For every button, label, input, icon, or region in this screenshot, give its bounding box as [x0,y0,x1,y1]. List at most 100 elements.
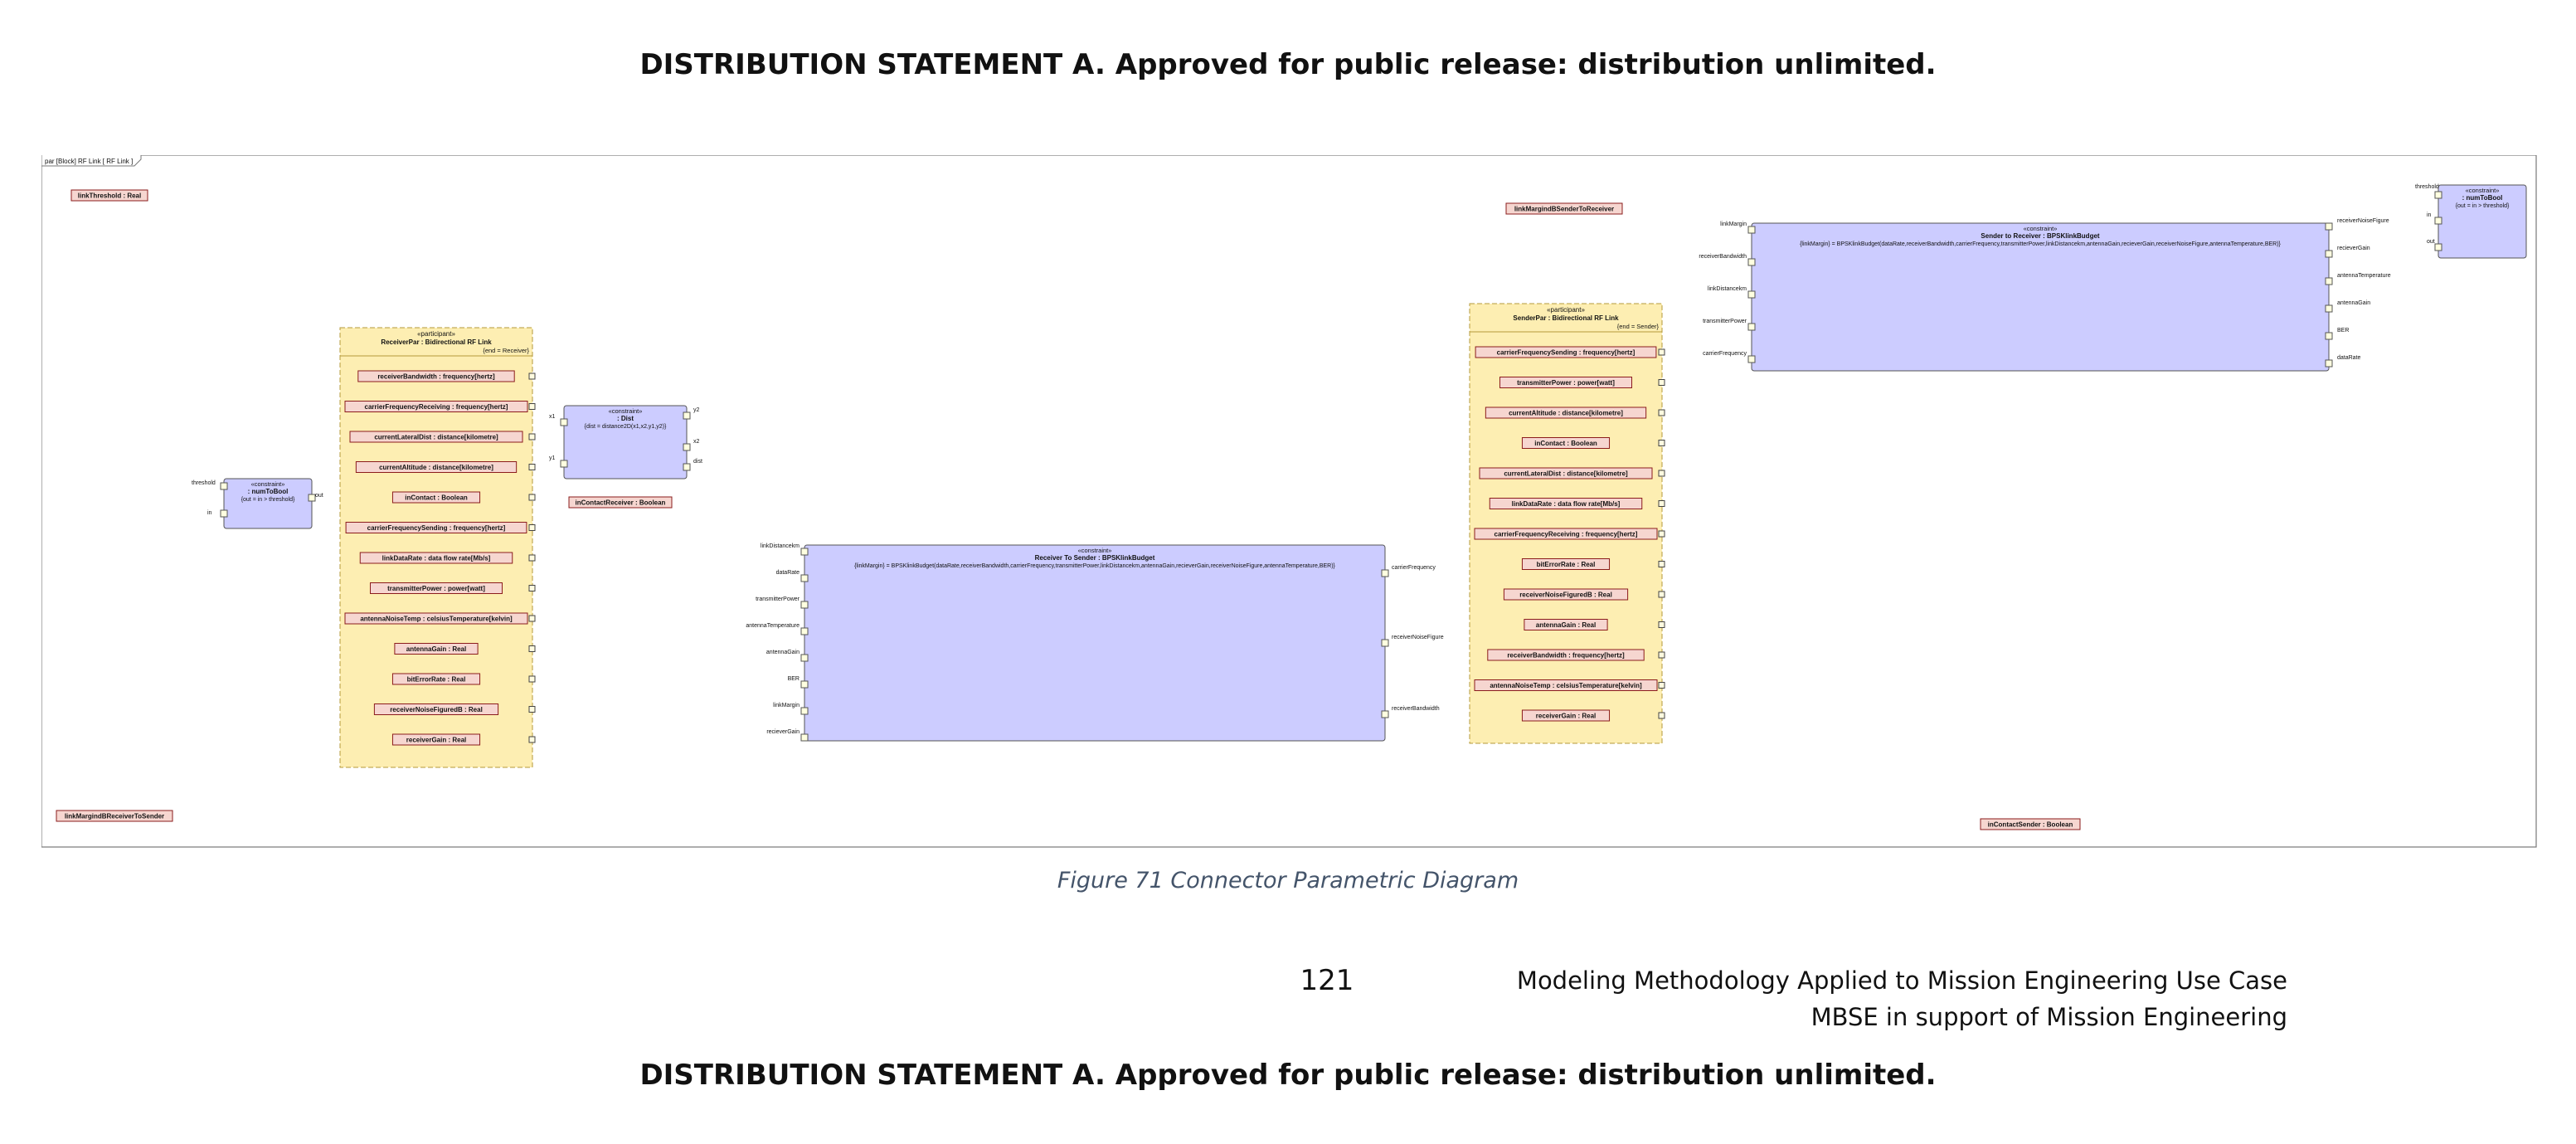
receiver-par-prop-box [391,673,481,685]
receiver-par-prop-box [370,582,503,594]
receiver-par-prop: antennaGain : Real [406,645,466,653]
footer-line-1: Modeling Methodology Applied to Mission … [1516,966,2287,995]
sender-to-receiver-port [1747,258,1756,266]
sender-par-prop: receiverBandwidth : frequency[hertz] [1507,652,1625,660]
sender-par-prop: receiverGain : Real [1536,713,1596,720]
receiver-par-prop: transmitterPower : power[watt] [387,585,485,592]
sender-to-receiver-port [2325,222,2333,231]
receiver-par-prop: receiverNoiseFiguredB : Real [390,706,483,713]
num-to-bool-right-stereotype: «constraint» [2466,187,2500,194]
receiver-par-port [528,494,536,501]
dist-port [683,443,691,451]
receiver-par-prop: currentAltitude : distance[kilometre] [379,464,493,471]
receiver-par-port [528,433,536,441]
sender-to-receiver-port [1747,226,1756,234]
sender-to-receiver-port [1747,290,1756,299]
sender-par-port [1658,348,1665,356]
sender-par-prop-box [1474,679,1658,691]
receiver-par-prop: antennaNoiseTemp : celsiusTemperature[ke… [360,616,513,623]
sender-par-prop-box [1524,619,1608,630]
sender-to-receiver-port [2325,304,2333,313]
sender-par-stereotype: «participant» [1547,306,1585,314]
receiver-to-sender-port-label: transmitterPower [756,596,800,602]
receiver-par-port [528,675,536,683]
receiver-par-prop-box [359,552,513,564]
receiver-par-prop: receiverBandwidth : frequency[hertz] [377,373,495,381]
dist-port [560,460,568,468]
receiver-par-port [528,585,536,591]
in-contact-sender-value: inContactSender : Boolean [1988,821,2073,829]
sender-to-receiver-port [2325,332,2333,340]
sender-to-receiver-constraint-expr: {linkMargin} = BPSKlinkBudget(dataRate,r… [1800,241,2281,247]
sender-to-receiver-port-label: dataRate [2337,355,2361,361]
receiver-par-prop-box [391,733,481,746]
sender-to-receiver-port [1747,355,1756,363]
sender-par-prop-box [1475,346,1657,358]
link-margin-receiver-to-sender-value: linkMargindBReceiverToSender [65,813,164,820]
sender-to-receiver-port-label: linkDistancekm [1708,286,1747,292]
receiver-to-sender-port [800,627,809,635]
receiver-to-sender-port [1381,639,1389,647]
dist-constraint-expr: {dist = distance2D(x1,x2,y1,y2)} [585,424,667,430]
receiver-par-port [528,615,536,622]
receiver-par-prop: carrierFrequencyReceiving : frequency[he… [365,403,508,411]
receiver-to-sender-constraint [804,544,1386,742]
sender-to-receiver-port-label: linkMargin [1720,221,1747,227]
num-to-bool-left-port [220,482,228,490]
dist-port-label: y1 [549,455,556,461]
frame-tab [41,155,142,167]
sender-par-prop-box [1499,377,1632,388]
sender-par-prop: carrierFrequencySending : frequency[hert… [1497,349,1636,357]
receiver-par-port [528,645,536,652]
dist-port-label: x2 [693,439,700,445]
link-margin-sender-to-receiver-value: linkMargindBSenderToReceiver [1514,206,1614,213]
receiver-par-prop-box [344,612,528,625]
sender-par-port [1658,561,1665,567]
dist-port [560,418,568,426]
sender-to-receiver-port [1747,323,1756,331]
sender-par-port [1658,591,1665,598]
dist-port-label: x1 [549,414,556,420]
sender-par-prop: currentAltitude : distance[kilometre] [1509,410,1623,417]
receiver-to-sender-constraint-expr: {linkMargin} = BPSKlinkBudget(dataRate,r… [854,563,1335,569]
sender-par-prop-box [1485,406,1647,419]
receiver-par-prop-box [349,431,523,443]
sender-par-prop-box [1489,498,1643,509]
receiver-to-sender-port-label: carrierFrequency [1392,565,1436,571]
receiver-to-sender-port-label: recieverGain [766,729,800,735]
sender-to-receiver-port-label: receiverNoiseFigure [2337,218,2389,224]
link-margin-receiver-to-sender-value-box [56,810,173,822]
receiver-to-sender-port-label: antennaTemperature [746,623,800,629]
sender-par-port [1658,712,1665,719]
sender-par-prop-box [1521,437,1611,449]
num-to-bool-left-port [220,509,228,518]
receiver-to-sender-port [1381,710,1389,718]
receiver-par-port [528,464,536,470]
sender-to-receiver-port [2325,359,2333,368]
sender-par-prop-box [1479,467,1653,480]
sender-to-receiver-port [2325,250,2333,258]
in-contact-receiver-value: inContactReceiver : Boolean [576,499,666,507]
sender-par-port [1658,500,1665,507]
sender-to-receiver-port-label: transmitterPower [1703,319,1747,324]
receiver-par-prop-box [344,401,528,412]
receiver-par-port [528,554,536,562]
num-to-bool-left-expr: {out = in > threshold} [241,497,295,503]
figure-caption: Figure 71 Connector Parametric Diagram [1057,868,1519,893]
num-to-bool-right-port-label: in [2427,212,2432,218]
receiver-par-port [528,403,536,410]
in-contact-sender-value-box [1980,818,2081,830]
in-contact-receiver-value-box [568,496,673,509]
footer-line-2: MBSE in support of Mission Engineering [1810,1003,2287,1031]
dist-port [683,463,691,471]
num-to-bool-left [223,478,313,529]
receiver-to-sender-port-label: antennaGain [766,650,800,655]
sender-par-port [1658,409,1665,416]
receiver-par-prop-box [345,522,527,533]
num-to-bool-left-port-label: in [207,510,212,516]
receiver-to-sender-port [800,733,809,742]
num-to-bool-right-port-label: threshold [2415,184,2439,190]
sender-par-port [1658,621,1665,628]
num-to-bool-right-port [2434,191,2442,199]
receiver-to-sender-port-label: linkMargin [773,703,800,708]
